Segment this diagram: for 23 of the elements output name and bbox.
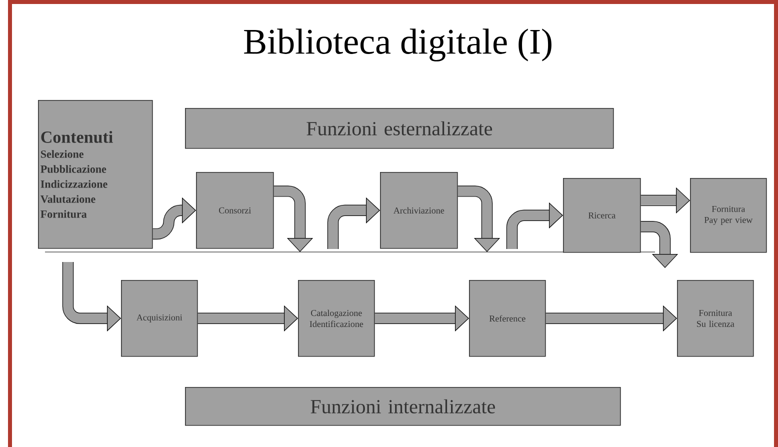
heading-band: Funzioni esternalizzate xyxy=(185,108,614,149)
process-box: Fornitura Pay per view xyxy=(690,178,767,253)
block-arrow xyxy=(62,262,121,332)
block-arrow xyxy=(151,197,196,240)
content-box: Contenuti Selezione Pubblicazione Indicizzazione Valutazione Fornitura xyxy=(38,100,153,249)
title: Biblioteca digitale (I) xyxy=(244,28,552,62)
block-arrow xyxy=(274,186,314,252)
block-arrow xyxy=(640,221,678,268)
block-arrow xyxy=(374,305,469,332)
block-arrow xyxy=(640,187,690,214)
process-box: Reference xyxy=(469,280,546,357)
process-box: Archiviazione xyxy=(380,172,458,249)
block-arrow xyxy=(198,305,298,332)
process-box: Fornitura Su licenza xyxy=(677,280,754,357)
process-box: Ricerca xyxy=(563,178,641,253)
block-arrow xyxy=(458,186,500,252)
block-arrow xyxy=(506,202,563,249)
process-box: Consorzi xyxy=(196,172,274,249)
block-arrow xyxy=(327,197,380,249)
block-arrow xyxy=(546,305,677,332)
process-box: Acquisizioni xyxy=(121,280,198,357)
heading-band: Funzioni internalizzate xyxy=(185,387,621,426)
process-box: Catalogazione Identificazione xyxy=(298,280,375,357)
